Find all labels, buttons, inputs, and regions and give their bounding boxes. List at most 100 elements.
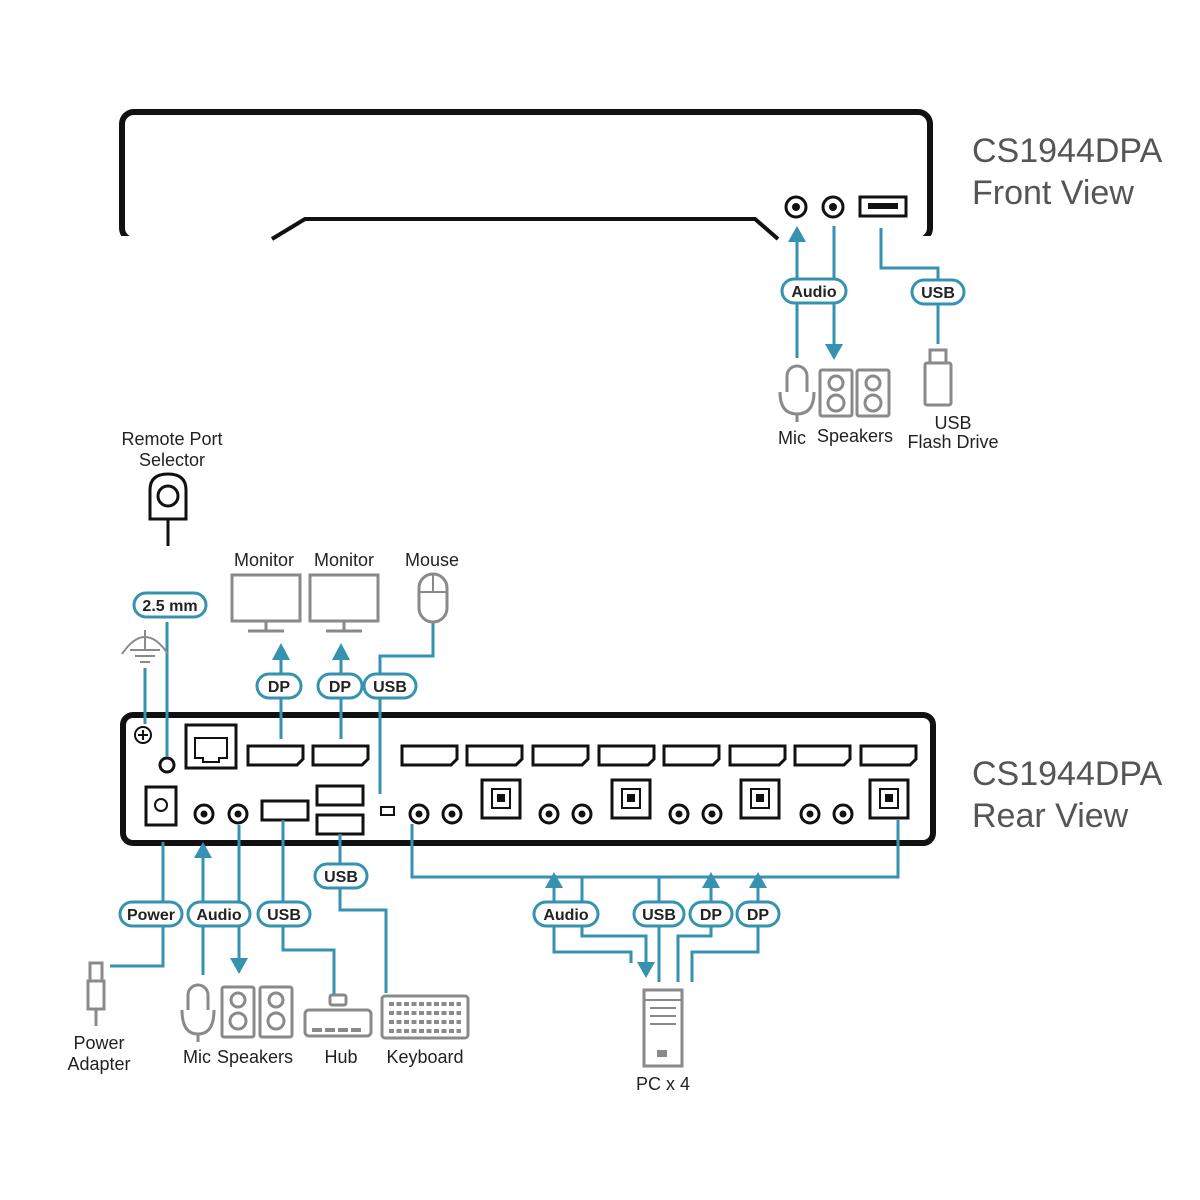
pc-audio-badge: Audio xyxy=(532,900,600,928)
pc-label: PC x 4 xyxy=(636,1074,690,1094)
svg-text:Audio: Audio xyxy=(543,907,589,924)
displayport-port-9 xyxy=(793,744,852,767)
front-usb-badge: USB xyxy=(910,278,966,306)
pc-dp2-badge: DP xyxy=(735,900,781,928)
rear-audio-badge: Audio xyxy=(186,900,252,928)
dip-switch xyxy=(380,806,395,816)
front-speaker-arrow xyxy=(825,344,843,360)
pc-audio-out-arrow xyxy=(637,962,655,978)
displayport-port-3 xyxy=(400,744,459,767)
keyboard-cable xyxy=(338,834,388,993)
hub-icon xyxy=(303,993,373,1038)
front-usb-port-tongue xyxy=(868,203,898,209)
monitor-2-icon xyxy=(308,573,380,633)
dp1-arrow xyxy=(272,643,290,660)
dp1-badge: DP xyxy=(255,672,303,700)
rear-audio-ports xyxy=(193,803,854,825)
pc-tower-icon xyxy=(642,988,684,1068)
audio-jack-7 xyxy=(668,803,690,825)
svg-text:USB: USB xyxy=(642,907,676,924)
svg-text:USB: USB xyxy=(921,285,955,302)
usb-b-port-3 xyxy=(739,778,781,820)
remote-label-line1: Remote Port xyxy=(121,429,222,449)
rear-dp-ports xyxy=(246,744,918,767)
mouse-cable xyxy=(378,623,435,794)
rear-mic-arrow xyxy=(194,842,212,858)
remote-label-line2: Selector xyxy=(139,450,205,470)
audio-jack-9 xyxy=(799,803,821,825)
pc-dp2-arrow xyxy=(749,872,767,888)
front-usb-cable xyxy=(879,228,940,344)
rear-usb-hub-port xyxy=(260,799,310,822)
audio-jack-5 xyxy=(538,803,560,825)
rear-view: 2.5 mm DP DP USB USB Power Audio xyxy=(67,429,1162,1094)
svg-text:USB: USB xyxy=(267,907,301,924)
front-title-model: CS1944DPA xyxy=(972,132,1163,170)
keyboard-label: Keyboard xyxy=(386,1047,463,1067)
pc-dp1-badge: DP xyxy=(688,900,734,928)
front-audio-badge: Audio xyxy=(780,277,848,305)
hub-cable xyxy=(281,820,336,996)
monitor-1-icon xyxy=(230,573,302,633)
front-mic-label: Mic xyxy=(778,428,806,448)
displayport-port-5 xyxy=(531,744,590,767)
svg-text:Power: Power xyxy=(127,907,175,924)
displayport-port-4 xyxy=(465,744,524,767)
power-adapter-label-line2: Adapter xyxy=(67,1054,130,1074)
keyboard-usb-badge: USB xyxy=(313,862,369,890)
audio-jack-3 xyxy=(408,803,430,825)
ethernet-port xyxy=(184,723,238,770)
svg-text:Audio: Audio xyxy=(791,284,837,301)
monitor-1-label: Monitor xyxy=(234,550,294,570)
displayport-port-6 xyxy=(597,744,656,767)
rear-title-model: CS1944DPA xyxy=(972,755,1163,793)
svg-text:DP: DP xyxy=(268,679,291,696)
rear-speaker-arrow xyxy=(230,958,248,974)
pc-dp1-cable xyxy=(676,884,713,982)
front-speakers-label: Speakers xyxy=(817,426,893,446)
audio-jack-6 xyxy=(571,803,593,825)
usb-b-port-1 xyxy=(480,778,522,820)
keyboard-icon xyxy=(380,994,470,1040)
audio-jack-1 xyxy=(193,803,215,825)
hub-label: Hub xyxy=(324,1047,357,1067)
front-chassis-open-bottom xyxy=(118,236,934,246)
audio-jack-10 xyxy=(832,803,854,825)
pc-usb-badge: USB xyxy=(632,900,686,928)
pc-dp1-arrow xyxy=(702,872,720,888)
svg-text:2.5 mm: 2.5 mm xyxy=(142,598,197,615)
remote-port-selector-icon xyxy=(148,472,188,546)
rear-mic-label: Mic xyxy=(183,1047,211,1067)
displayport-port-2 xyxy=(311,744,370,767)
front-usb-label-line2: Flash Drive xyxy=(907,432,998,452)
mouse-usb-badge: USB xyxy=(362,672,418,700)
usb-flash-drive-icon xyxy=(923,348,953,407)
audio-jack-8 xyxy=(701,803,723,825)
remote-2-5mm-badge: 2.5 mm xyxy=(132,591,208,619)
usb-b-port-4 xyxy=(868,778,910,820)
front-speaker-port-dot xyxy=(829,203,837,211)
audio-jack-4 xyxy=(441,803,463,825)
rear-speakers-icon xyxy=(220,985,294,1039)
svg-text:DP: DP xyxy=(700,907,723,924)
speakers-icon xyxy=(818,368,891,418)
pc-bus-cable xyxy=(410,820,900,879)
rear-title-view: Rear View xyxy=(972,797,1129,835)
displayport-port-8 xyxy=(728,744,787,767)
front-panel-bevel xyxy=(270,217,780,241)
rear-usb-mouse-port xyxy=(315,784,365,807)
front-mic-port-dot xyxy=(792,203,800,211)
mouse-icon xyxy=(417,572,449,624)
displayport-port-1 xyxy=(246,744,305,767)
pc-audio-in-arrow xyxy=(545,872,563,888)
power-port xyxy=(144,785,178,827)
mic-icon xyxy=(778,364,816,422)
front-title-view: Front View xyxy=(972,174,1134,212)
front-mic-arrow xyxy=(788,226,806,242)
svg-text:DP: DP xyxy=(747,907,770,924)
ground-icon xyxy=(121,630,169,663)
rear-mic-icon xyxy=(180,983,216,1042)
rear-usb-b-ports xyxy=(480,778,910,820)
monitor-2-label: Monitor xyxy=(314,550,374,570)
